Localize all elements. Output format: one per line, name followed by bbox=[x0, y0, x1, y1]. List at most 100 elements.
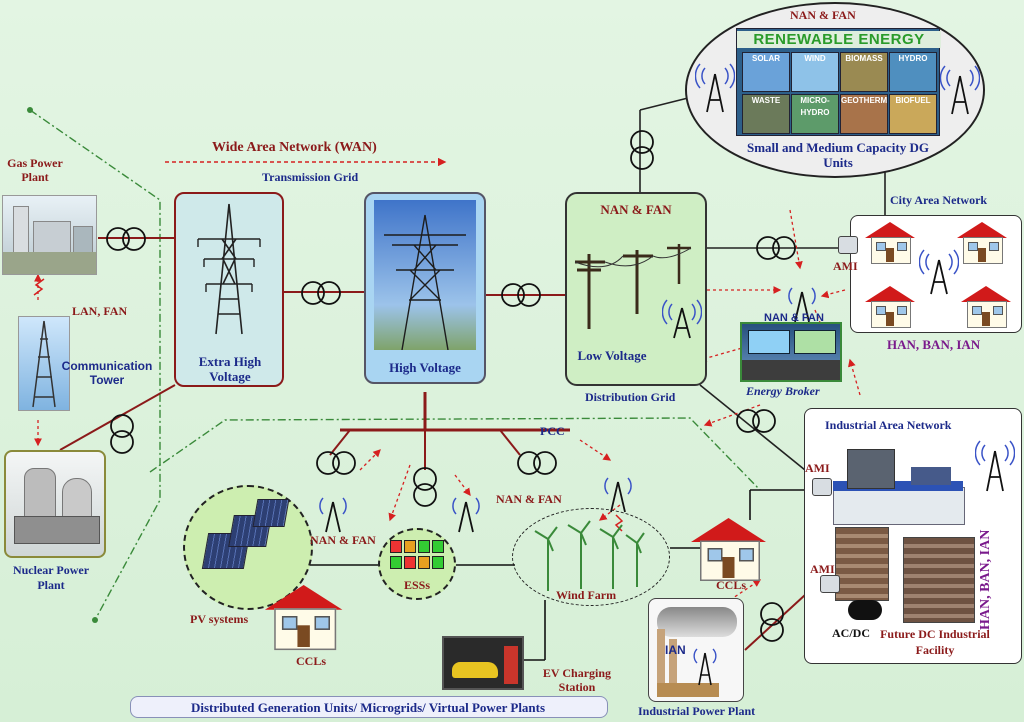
extra-high-voltage-label: Extra High Voltage bbox=[198, 354, 262, 384]
nan-fan-pv-label: NAN & FAN bbox=[310, 533, 376, 547]
battery-icon bbox=[418, 556, 430, 569]
nan-fan-wind-label: NAN & FAN bbox=[496, 492, 562, 506]
renewable-energy-title: RENEWABLE ENERGY bbox=[737, 31, 941, 48]
han-ban-ian-ind-label: HAN, BAN, IAN bbox=[978, 529, 993, 630]
transformer-icon bbox=[413, 467, 437, 507]
wireless-tower-icon bbox=[319, 497, 347, 533]
transformer-icon bbox=[110, 414, 134, 454]
transformer-icon bbox=[301, 281, 341, 305]
wind-farm-label: Wind Farm bbox=[556, 588, 617, 602]
industrial-building-image bbox=[833, 443, 973, 527]
han-ban-ian-city-label: HAN, BAN, IAN bbox=[887, 337, 981, 352]
battery-icon bbox=[404, 540, 416, 553]
house-icon bbox=[691, 518, 766, 581]
house-icon bbox=[865, 286, 915, 328]
battery-icon bbox=[418, 540, 430, 553]
renewable-tile: MICRO-HYDRO bbox=[791, 94, 839, 134]
transmission-grid-label: Transmission Grid bbox=[262, 170, 359, 184]
distribution-grid-label: Distribution Grid bbox=[585, 390, 676, 404]
solar-panel-icon bbox=[252, 499, 290, 527]
city-area-network-label: City Area Network bbox=[890, 193, 988, 207]
future-dc-label: Future DC Industrial Facility bbox=[880, 627, 990, 657]
renewable-tile: WASTE bbox=[742, 94, 790, 134]
city-area-box bbox=[850, 215, 1022, 333]
renewable-tile: BIOFUEL bbox=[889, 94, 937, 134]
renewable-tile: HYDRO bbox=[889, 52, 937, 92]
renewable-tile: WIND bbox=[791, 52, 839, 92]
wireless-tower-icon bbox=[662, 299, 702, 339]
house-icon bbox=[865, 222, 915, 264]
wireless-tower-icon bbox=[695, 63, 735, 113]
nan-fan-broker-label: NAN & FAN bbox=[764, 312, 824, 324]
industrial-power-plant-image: IAN bbox=[648, 598, 744, 702]
wireless-tower-icon bbox=[940, 65, 980, 115]
dg-microgrids-banner: Distributed Generation Units/ Microgrids… bbox=[130, 696, 608, 718]
transformer-icon bbox=[756, 236, 796, 260]
battery-icon bbox=[390, 556, 402, 569]
battery-icon bbox=[390, 540, 402, 553]
transformer-icon bbox=[736, 409, 776, 433]
ccls-left-label: CCLs bbox=[296, 654, 327, 668]
energy-broker-image bbox=[740, 322, 842, 382]
gas-plant-label: Gas Power Plant bbox=[7, 156, 63, 184]
ccls-right-label: CCLs bbox=[716, 578, 747, 592]
nan-fan-dist-label: NAN & FAN bbox=[600, 202, 672, 217]
wan-label: Wide Area Network (WAN) bbox=[212, 140, 377, 155]
lan-fan-label: LAN, FAN bbox=[72, 304, 128, 318]
battery-icon bbox=[432, 540, 444, 553]
transformer-icon bbox=[517, 451, 557, 475]
wireless-tower-icon bbox=[975, 440, 1015, 492]
ess-ellipse: ESSs bbox=[378, 528, 456, 600]
renewable-tile: GEOTHERMAL bbox=[840, 94, 888, 134]
smart-meter-icon bbox=[812, 478, 832, 496]
ian-label: IAN bbox=[665, 643, 686, 657]
wireless-tower-icon bbox=[693, 648, 717, 686]
dg-units-label: Small and Medium Capacity DG Units bbox=[746, 140, 929, 170]
pylon-icon bbox=[197, 203, 261, 335]
ac-dc-converter-icon bbox=[848, 600, 882, 620]
battery-grid bbox=[390, 540, 448, 569]
house-icon bbox=[961, 286, 1011, 328]
transformer-icon bbox=[760, 602, 784, 642]
ev-station-label: EV Charging Station bbox=[542, 666, 612, 694]
house-icon bbox=[957, 222, 1007, 264]
office-building-icon bbox=[835, 527, 889, 601]
high-voltage-label: High Voltage bbox=[389, 360, 461, 375]
renewable-tile: BIOMASS bbox=[840, 52, 888, 92]
high-voltage-box: High Voltage bbox=[364, 192, 486, 384]
renewable-tile: SOLAR bbox=[742, 52, 790, 92]
low-voltage-label: Low Voltage bbox=[577, 348, 647, 363]
transformer-icon bbox=[316, 451, 356, 475]
dg-microgrids-label: Distributed Generation Units/ Microgrids… bbox=[190, 700, 546, 715]
battery-icon bbox=[432, 556, 444, 569]
distribution-box: NAN & FAN Low Voltage bbox=[565, 192, 707, 386]
comm-tower-icon bbox=[32, 320, 56, 408]
high-voltage-photo bbox=[374, 200, 476, 351]
ami-city-label: AMI bbox=[833, 259, 858, 273]
smart-meter-icon bbox=[838, 236, 858, 254]
utility-poles-icon bbox=[574, 244, 692, 329]
wind-farm-ellipse bbox=[512, 508, 670, 606]
comm-tower-label: Communication Tower bbox=[61, 359, 153, 387]
extra-high-voltage-box: Extra High Voltage bbox=[174, 192, 284, 387]
nan-fan-top-label: NAN & FAN bbox=[790, 8, 856, 22]
wireless-tower-icon bbox=[452, 497, 480, 533]
ev-charging-image bbox=[442, 636, 524, 690]
industrial-area-network-label: Industrial Area Network bbox=[825, 418, 952, 432]
house-icon bbox=[264, 585, 343, 651]
pcc-label: PCC bbox=[540, 424, 565, 438]
transformer-icon bbox=[501, 283, 541, 307]
wireless-tower-icon bbox=[788, 287, 816, 323]
transmission-tower-icon bbox=[384, 214, 466, 351]
ac-dc-label: AC/DC bbox=[832, 626, 870, 640]
ami-ind1-label: AMI bbox=[805, 461, 830, 475]
wireless-tower-icon bbox=[604, 477, 632, 513]
industrial-power-plant-label: Industrial Power Plant bbox=[638, 704, 756, 718]
office-building-icon bbox=[903, 537, 975, 623]
ami-ind2-label: AMI bbox=[810, 562, 835, 576]
transformer-icon bbox=[106, 227, 146, 251]
gas-plant-image bbox=[2, 195, 97, 275]
wind-turbines-icon bbox=[534, 520, 645, 591]
